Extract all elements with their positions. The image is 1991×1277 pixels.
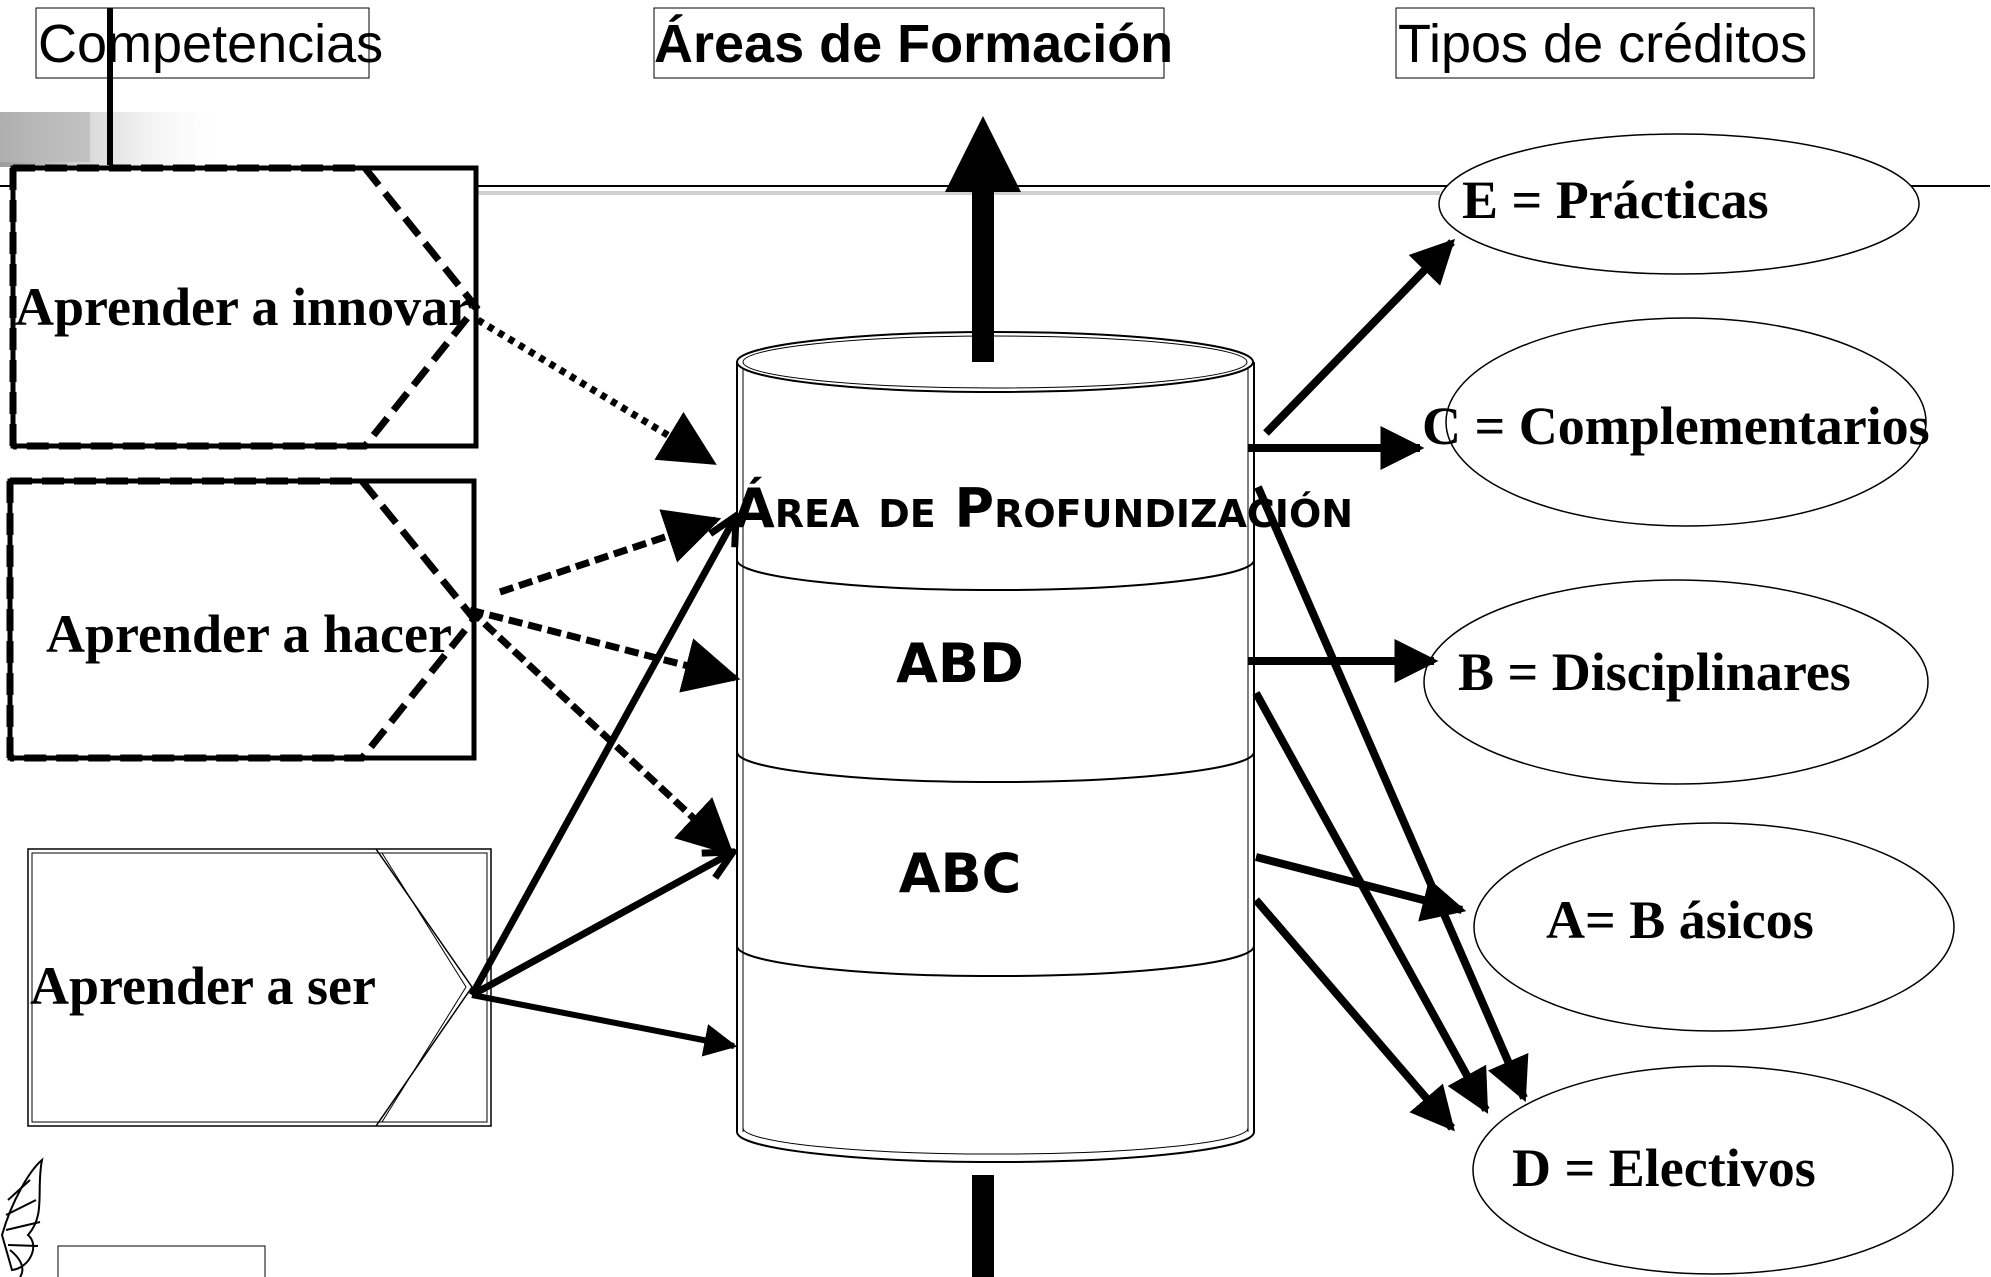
credit-complementarios-label: C = Complementarios [1422, 396, 1930, 456]
arrow-down-large [972, 1175, 994, 1277]
arrow-abc-to-basicos [1255, 853, 1467, 922]
bottom-left-box [57, 1245, 266, 1277]
credit-complementarios: C = Complementarios [1422, 317, 1930, 527]
credit-electivos: D = Electivos [1472, 1065, 1954, 1275]
credit-disciplinares-label: B = Disciplinares [1458, 642, 1851, 702]
credit-disciplinares: B = Disciplinares [1423, 579, 1929, 785]
arrow-profundizacion-to-practicas [1263, 238, 1456, 436]
competency-innovar-label: Aprender a innovar [15, 277, 472, 337]
header-tipos-text: Tipos de créditos [1398, 14, 1807, 74]
header-competencias-text: Competencias [38, 14, 383, 74]
eagle-emblem-icon [0, 1157, 44, 1277]
arrow-hacer-to-abd [469, 606, 741, 693]
area-cylinder [736, 331, 1255, 1164]
credit-practicas: E = Prácticas [1438, 133, 1920, 275]
header-areas: Áreas de Formación [653, 7, 1173, 79]
arrow-ser-to-bottom [471, 992, 738, 1057]
layer-abc-label: ABC [899, 842, 1022, 905]
credit-practicas-label: E = Prácticas [1462, 170, 1769, 230]
layer-abd-label: ABD [896, 632, 1024, 695]
arrow-hacer-to-profundizacion [498, 509, 722, 596]
competency-hacer-label: Aprender a hacer [46, 604, 452, 664]
credit-basicos-label: A= B ásicos [1546, 890, 1814, 950]
arrow-abd-to-electivos [1252, 691, 1490, 1114]
arrow-hacer-to-abc [467, 607, 735, 856]
arrow-ser-to-profundizacion [468, 516, 736, 997]
credit-electivos-label: D = Electivos [1512, 1138, 1816, 1198]
competency-innovar: Aprender a innovar [9, 164, 481, 450]
arrow-innovar-to-profundizacion [476, 317, 717, 465]
competency-ser: Aprender a ser [27, 848, 492, 1127]
arrow-ser-to-abc [470, 852, 733, 999]
arrow-up-large [945, 116, 1021, 362]
header-tipos: Tipos de créditos [1395, 7, 1815, 79]
arrow-profundizacion-to-electivos [1254, 485, 1529, 1103]
competency-hacer: Aprender a hacer [6, 477, 479, 762]
layer-profundizacion-label: Área de Profundización [733, 477, 1353, 540]
header-areas-text: Áreas de Formación [654, 14, 1173, 74]
corner-shading [0, 8, 230, 167]
arrow-abc-to-electivos [1252, 897, 1456, 1132]
competency-ser-label: Aprender a ser [30, 956, 376, 1016]
credit-basicos: A= B ásicos [1473, 822, 1955, 1032]
header-competencias: Competencias [35, 7, 383, 79]
